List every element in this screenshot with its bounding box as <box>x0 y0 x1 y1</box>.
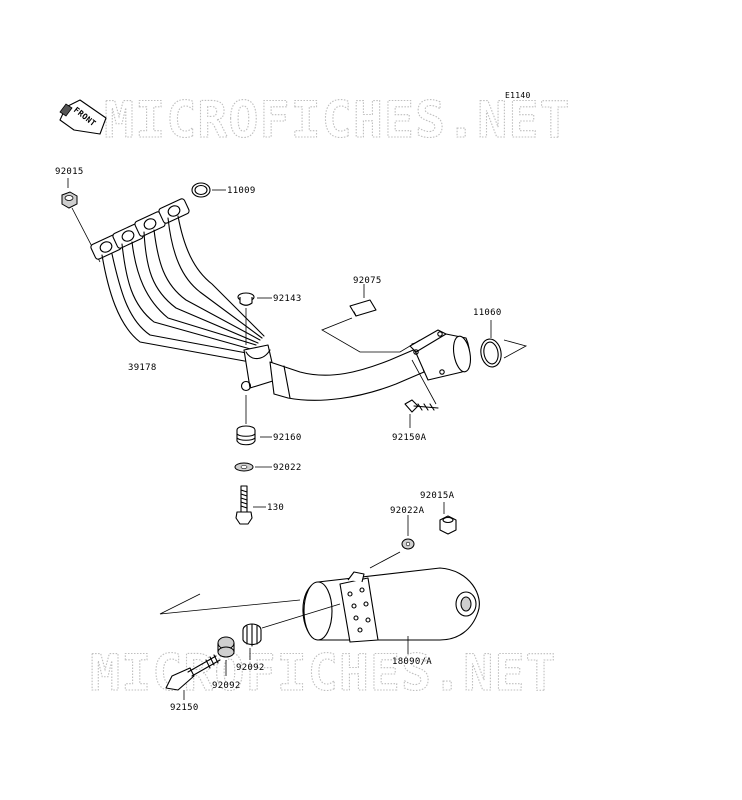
part-label-92015: 92015 <box>55 167 84 177</box>
collar-92143-icon <box>237 292 255 306</box>
part-label-92143: 92143 <box>273 294 302 304</box>
washer-92022-icon <box>234 462 254 472</box>
part-label-92150A: 92150A <box>392 433 427 443</box>
grommet-92092b-icon <box>242 623 262 647</box>
bolt-130-icon <box>235 485 253 525</box>
part-label-92092-right: 92092 <box>236 663 265 673</box>
part-label-11060: 11060 <box>473 308 502 318</box>
watermark-top: MICROFICHES.NET <box>104 91 571 149</box>
part-label-92092-left: 92092 <box>212 681 241 691</box>
part-label-92075: 92075 <box>353 276 382 286</box>
bolt-92150A-icon <box>404 399 439 413</box>
outlet-pipe <box>409 329 472 381</box>
watermark-bottom: MICROFICHES.NET <box>90 644 557 702</box>
collector-pipe <box>240 344 425 401</box>
diagram-code: E1140 <box>505 91 531 100</box>
part-label-92022: 92022 <box>273 463 302 473</box>
part-label-39178: 39178 <box>128 363 157 373</box>
band-92075-icon <box>349 299 377 317</box>
damper-92160-icon <box>236 425 256 446</box>
washer-92022A-icon <box>401 538 415 550</box>
part-label-92160: 92160 <box>273 433 302 443</box>
part-label-92022A: 92022A <box>390 506 425 516</box>
gasket-11060-icon <box>480 338 502 368</box>
header-pipe-39178 <box>101 215 265 363</box>
front-arrow-icon: FRONT <box>59 99 107 135</box>
part-label-92015A: 92015A <box>420 491 455 501</box>
gasket-11009-icon <box>191 182 211 198</box>
nut-92015A-icon <box>439 515 457 535</box>
part-label-92150: 92150 <box>170 703 199 713</box>
part-label-11009: 11009 <box>227 186 256 196</box>
bolt-92150-icon <box>165 654 221 691</box>
collar-92092a-icon <box>217 636 235 658</box>
part-label-130: 130 <box>267 503 284 513</box>
part-label-18090A: 18090/A <box>392 657 432 667</box>
nut-92015-icon <box>61 191 78 209</box>
header-flanges <box>90 198 190 260</box>
muffler-18090A <box>302 567 480 643</box>
